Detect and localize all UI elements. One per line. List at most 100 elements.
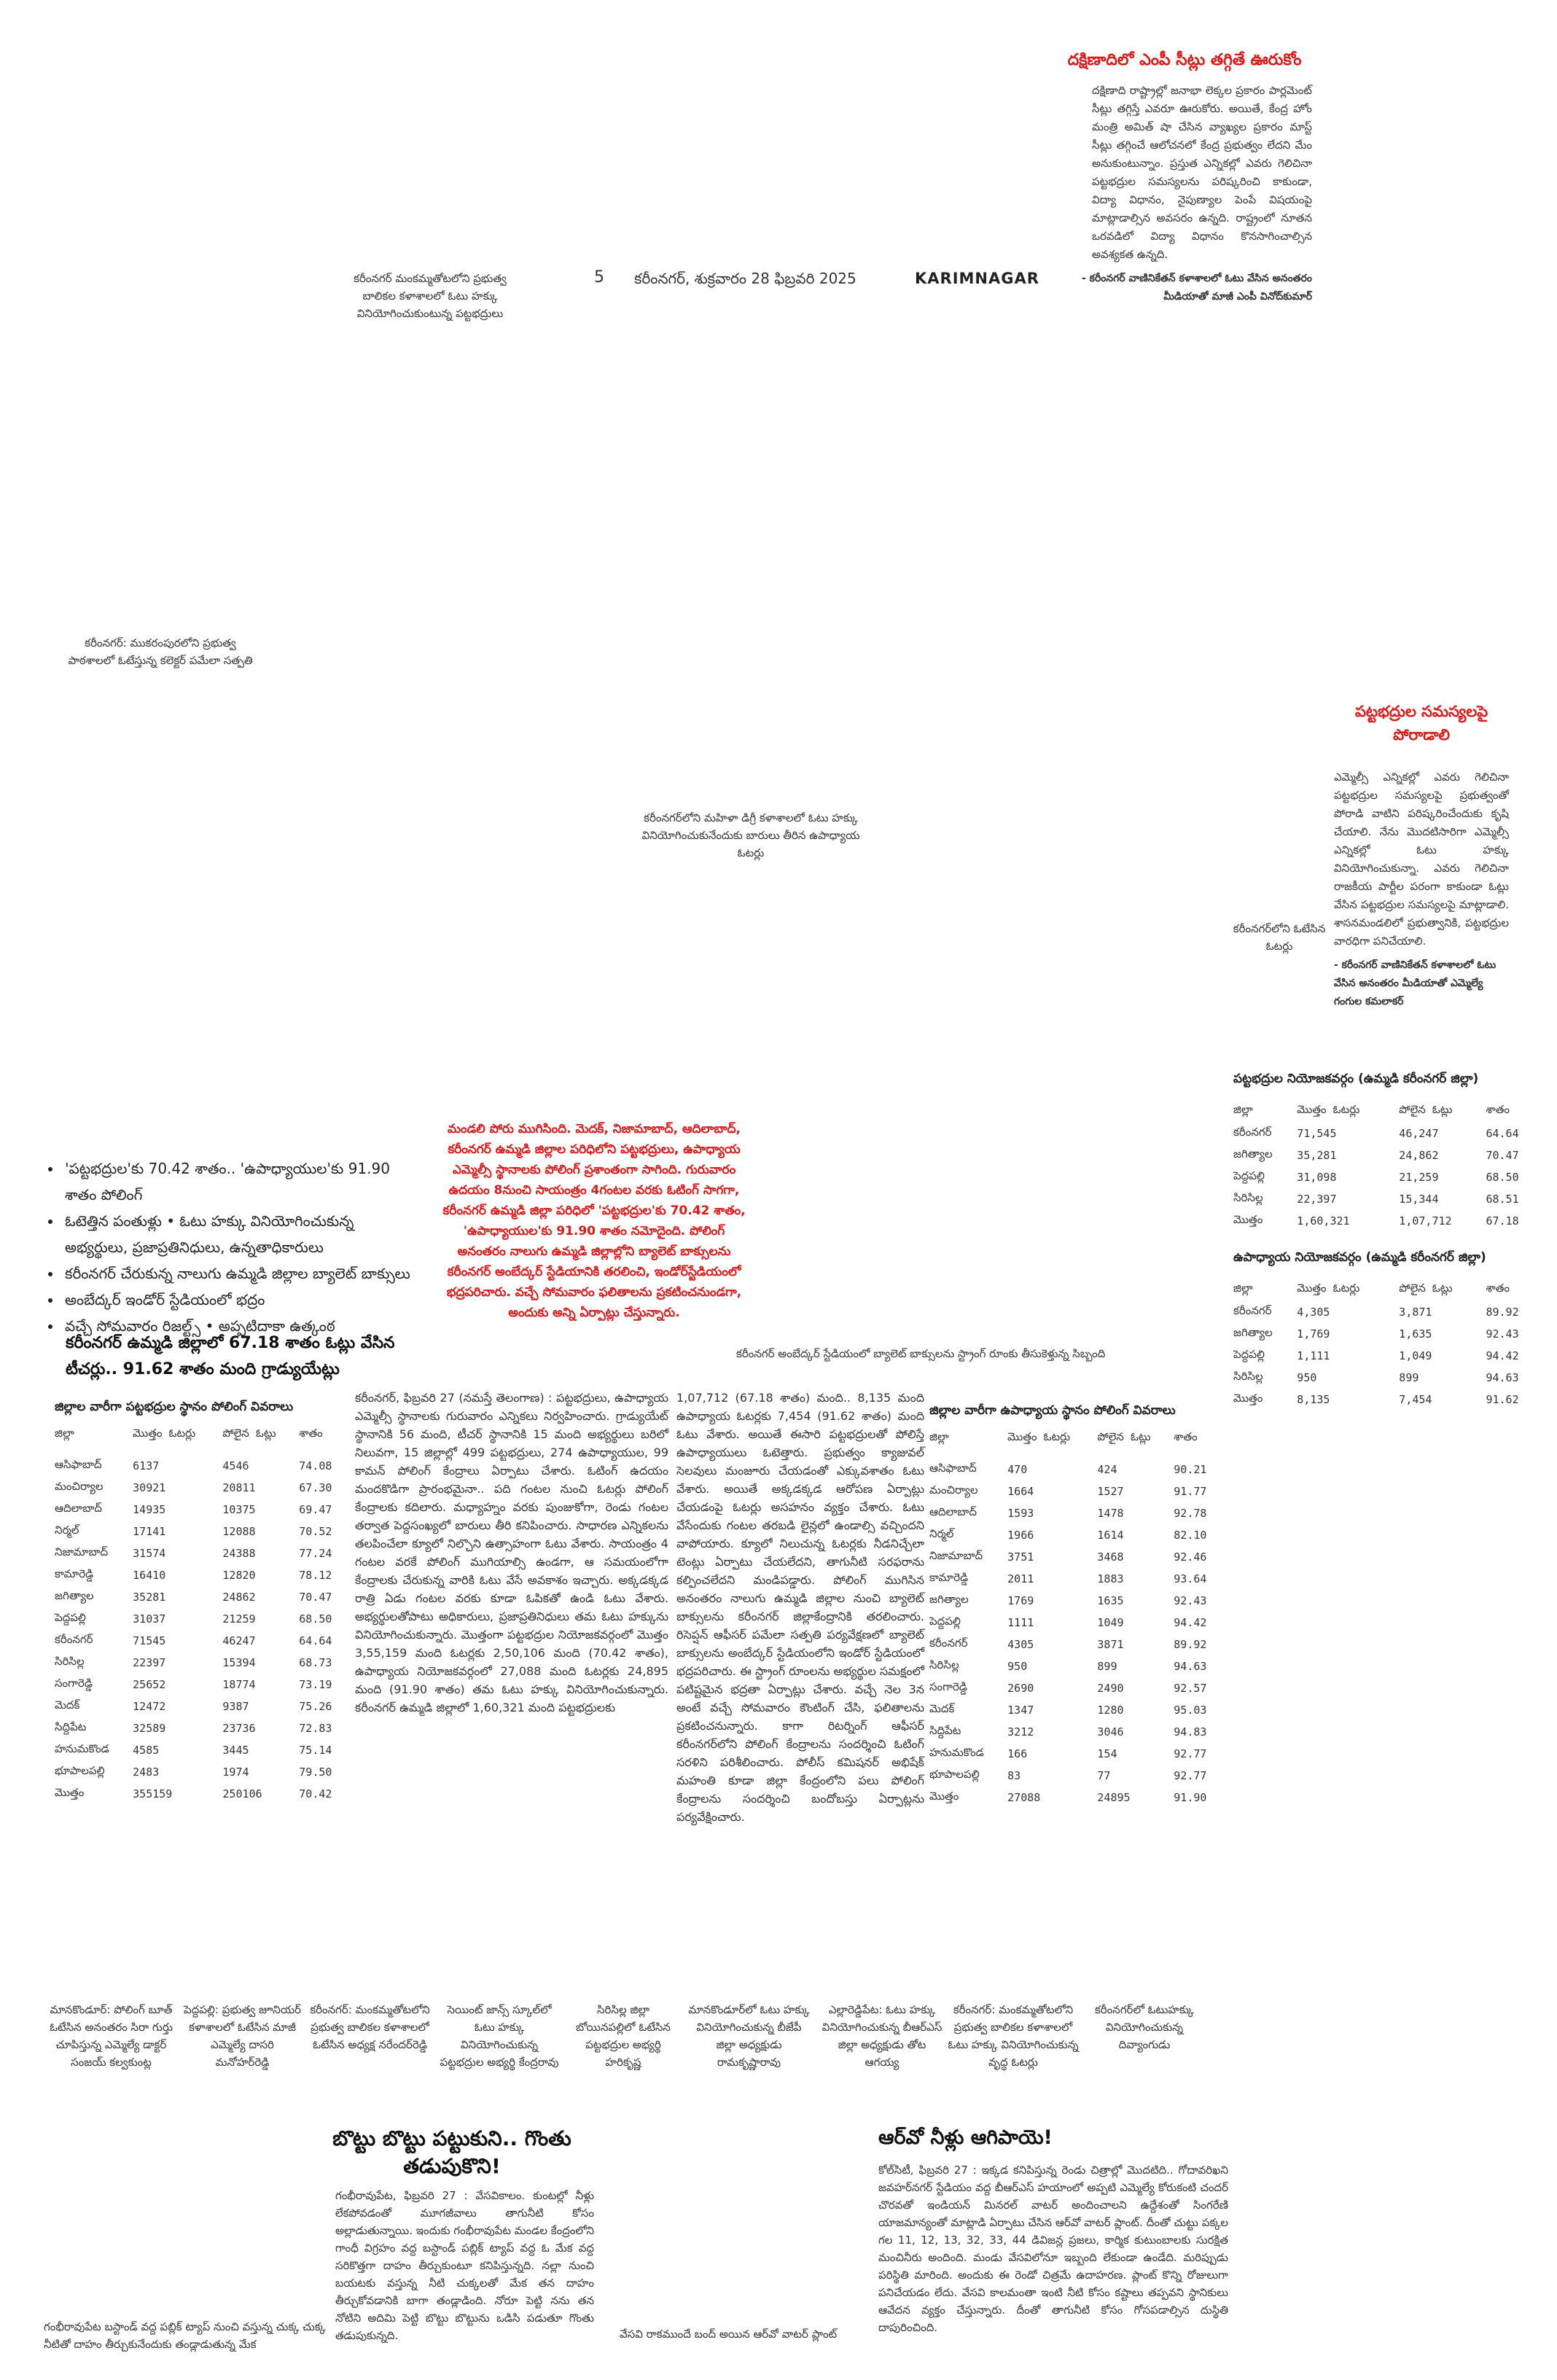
table-cell: 77.24 xyxy=(299,1547,332,1560)
table-cell: మంచిర్యాల xyxy=(929,1483,978,1497)
table-cell: 1593 xyxy=(1007,1507,1034,1520)
table-cell: 250106 xyxy=(222,1787,262,1800)
table-cell: 92.43 xyxy=(1486,1327,1519,1341)
table-cell: 74.08 xyxy=(299,1459,332,1472)
photo-caption: కరీంనగర్: మంకమ్మతోటలోని ప్రభుత్వ బాలికల … xyxy=(310,2003,430,2051)
table-cell: 72.83 xyxy=(299,1722,332,1735)
table-cell: 89.92 xyxy=(1486,1306,1519,1319)
sidebar-title: దక్షిణాదిలో ఎంపీ సీట్లు తగ్గితే ఊరుకోం xyxy=(1067,51,1302,69)
table-cell: 67.18 xyxy=(1486,1214,1519,1228)
table-cell: 35281 xyxy=(133,1591,166,1604)
table-cell: 92.57 xyxy=(1174,1682,1207,1695)
table-cell: 15394 xyxy=(222,1656,256,1669)
teacher-district-table-block: జిల్లాల వారీగా ఉపాధ్యాయ స్థానం పోలింగ్ వ… xyxy=(929,1403,1221,1809)
table-cell: 68.51 xyxy=(1486,1193,1519,1206)
story-headline: ఆర్‌వో నీళ్లు ఆగిపాయె! xyxy=(878,2126,1053,2149)
table-cell: 75.26 xyxy=(299,1700,332,1713)
table-cell: 1883 xyxy=(1097,1572,1124,1585)
photo-caption: మానకొండూర్: పోలింగ్ బూత్ ఓటేసిన అనంతరం స… xyxy=(50,2003,173,2069)
highlights-list: 'పట్టభద్రుల'కు 70.42 శాతం.. 'ఉపాధ్యాయుల'… xyxy=(47,1155,419,1339)
table-cell: సిరిసిల్ల xyxy=(1233,1370,1263,1383)
photo-caption: కరీంనగర్ అంబేద్కర్ స్టేడియంలో బ్యాలెట్ బ… xyxy=(736,1347,1106,1360)
table-cell: 4,305 xyxy=(1297,1306,1330,1319)
table-cell: 20811 xyxy=(222,1481,256,1494)
table-cell: కరీంనగర్ xyxy=(55,1633,93,1646)
table-header-row: జిల్లా మొత్తం ఓటర్లు పోలైన ఓట్లు శాతం xyxy=(929,1427,1221,1450)
teacher-karimnagar-table-block: ఉపాధ్యాయ నియోజకవర్గం (ఉమ్మడి కరీంనగర్ జి… xyxy=(1233,1250,1540,1411)
table-cell: 1,635 xyxy=(1399,1327,1432,1341)
table-cell: 3046 xyxy=(1097,1725,1124,1739)
table-cell: పెద్దపల్లి xyxy=(1233,1169,1265,1182)
table-cell: మొత్తం xyxy=(929,1790,959,1803)
table-cell: 92.43 xyxy=(1174,1594,1207,1607)
edition-label: KARIMNAGAR xyxy=(915,270,1039,287)
grad-district-table-block: జిల్లాల వారీగా పట్టభద్రుల స్థానం పోలింగ్… xyxy=(55,1400,346,1805)
table-cell: 64.64 xyxy=(299,1634,332,1647)
column-header: జిల్లా xyxy=(1233,1281,1253,1295)
table-cell: 31,098 xyxy=(1297,1171,1337,1184)
page-number: 5 xyxy=(594,268,604,286)
table-cell: జగిత్యాల xyxy=(1233,1147,1273,1160)
table-cell: 32589 xyxy=(133,1722,166,1735)
table-cell: 1,60,321 xyxy=(1297,1214,1350,1228)
table-cell: 68.73 xyxy=(299,1656,332,1669)
column-header: పోలైన ఓట్లు xyxy=(1399,1103,1453,1116)
table-cell: 154 xyxy=(1097,1747,1117,1760)
table-cell: జగిత్యాల xyxy=(1233,1326,1273,1339)
grad-district-table: జిల్లా మొత్తం ఓటర్లు పోలైన ఓట్లు శాతం ఆస… xyxy=(55,1423,346,1805)
table-cell: 1966 xyxy=(1007,1529,1034,1542)
table-cell: 6137 xyxy=(133,1459,160,1472)
table-header-row: జిల్లా మొత్తం ఓటర్లు పోలైన ఓట్లు శాతం xyxy=(1233,1099,1540,1123)
table-cell: 950 xyxy=(1007,1660,1028,1673)
sidebar-box-mid: పట్టభద్రుల సమస్యలపై పోరాడాలి ఎమ్మెల్సీ ఎ… xyxy=(1334,700,1509,1011)
table-cell: 3212 xyxy=(1007,1725,1034,1739)
highlight-item: ఓటెత్తిన పంతుళ్లు • ఓటు హక్కు వినియోగించ… xyxy=(62,1208,419,1260)
column-header: శాతం xyxy=(1486,1103,1510,1116)
table-cell: పెద్దపల్లి xyxy=(55,1611,86,1624)
table-cell: నిజామాబాద్ xyxy=(929,1549,983,1562)
table-cell: 31037 xyxy=(133,1612,166,1626)
table-cell: 424 xyxy=(1097,1463,1117,1476)
table-cell: 75.14 xyxy=(299,1744,332,1757)
photo-caption: ఎల్లారెడ్డిపేట: ఓటు హక్కు వినియోగించుకున… xyxy=(822,2003,943,2069)
table-cell: 73.19 xyxy=(299,1678,332,1691)
column-header: మొత్తం ఓటర్లు xyxy=(1297,1281,1360,1295)
table-cell: 24862 xyxy=(222,1591,256,1604)
sidebar-body: ఎమ్మెల్సీ ఎన్నికల్లో ఎవరు గెలిచినా పట్టభ… xyxy=(1334,770,1509,948)
table-cell: 7,454 xyxy=(1399,1393,1432,1406)
table-cell: 68.50 xyxy=(299,1612,332,1626)
table-cell: 92.78 xyxy=(1174,1507,1207,1520)
table-cell: 1478 xyxy=(1097,1507,1124,1520)
table-cell: హనుమకొండ xyxy=(55,1742,109,1755)
table-cell: 8,135 xyxy=(1297,1393,1330,1406)
table-cell: మొత్తం xyxy=(55,1786,85,1799)
table-cell: మొత్తం xyxy=(1233,1213,1263,1226)
table-cell: 1347 xyxy=(1007,1704,1034,1717)
table-cell: 83 xyxy=(1007,1769,1021,1782)
column-header: మొత్తం ఓటర్లు xyxy=(1297,1103,1360,1116)
table-title: ఉపాధ్యాయ నియోజకవర్గం (ఉమ్మడి కరీంనగర్ జి… xyxy=(1233,1250,1486,1265)
table-cell: సంగారెడ్డి xyxy=(929,1680,967,1693)
table-cell: 94.63 xyxy=(1174,1660,1207,1673)
photo-caption: సెయింట్ జాన్స్ స్కూల్‌లో ఓటు హక్కు వినియ… xyxy=(440,2003,559,2069)
table-cell: 3751 xyxy=(1007,1550,1034,1564)
table-cell: ఆదిలాబాద్ xyxy=(55,1502,102,1515)
photo-caption: గంభీరావుపేట బస్టాండ్ వద్ద పబ్లిక్ ట్యాప్… xyxy=(44,2320,326,2351)
table-cell: 3445 xyxy=(222,1744,249,1757)
